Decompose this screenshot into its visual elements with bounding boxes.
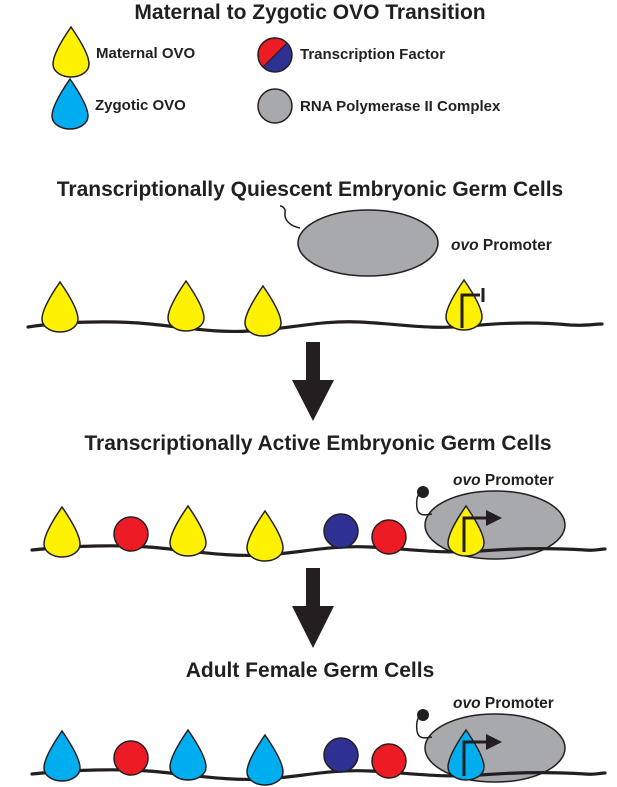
phosphate-dot bbox=[417, 709, 429, 721]
pol-tail bbox=[279, 205, 301, 229]
promoter-label: ovo Promoter bbox=[453, 472, 554, 489]
transcription-factor-blue bbox=[323, 513, 359, 549]
dna-strand bbox=[26, 320, 604, 334]
promoter-active-arrow bbox=[462, 516, 488, 552]
promoter-label: ovo Promoter bbox=[453, 695, 554, 712]
stage-adult: Adult Female Germ Cells ovo Promoter bbox=[30, 659, 607, 786]
stage-active: Transcriptionally Active Embryonic Germ … bbox=[30, 432, 607, 562]
stage-heading: Adult Female Germ Cells bbox=[186, 659, 435, 682]
legend-rna-pol-label: RNA Polymerase II Complex bbox=[300, 98, 501, 115]
zygotic-ovo bbox=[43, 730, 81, 782]
promoter-label: ovo Promoter bbox=[451, 237, 552, 254]
maternal-ovo bbox=[169, 505, 207, 557]
zygotic-ovo bbox=[169, 729, 207, 781]
maternal-ovo bbox=[41, 281, 79, 333]
stage-heading: Transcriptionally Quiescent Embryonic Ge… bbox=[57, 178, 564, 201]
zygotic-ovo bbox=[246, 734, 284, 786]
transcription-factor-red bbox=[113, 740, 149, 776]
transcription-factor-red bbox=[113, 516, 149, 552]
maternal-ovo bbox=[445, 279, 483, 331]
legend-transcription-factor-icon bbox=[257, 37, 293, 73]
stage-heading: Transcriptionally Active Embryonic Germ … bbox=[84, 432, 551, 455]
diagram-title: Maternal to Zygotic OVO Transition bbox=[134, 1, 485, 24]
phosphate-dot bbox=[417, 486, 429, 498]
maternal-ovo bbox=[246, 510, 284, 562]
promoter-arrowhead bbox=[486, 510, 502, 526]
legend-zygotic-ovo-icon bbox=[51, 78, 89, 130]
transcription-factor-blue bbox=[323, 737, 359, 773]
legend-zygotic-ovo-label: Zygotic OVO bbox=[95, 97, 186, 114]
dna-strand bbox=[30, 768, 607, 782]
rna-pol-complex bbox=[297, 209, 439, 277]
legend-transcription-factor-label: Transcription Factor bbox=[300, 46, 445, 63]
transcription-factor-red bbox=[371, 519, 407, 555]
legend-maternal-ovo-icon bbox=[52, 26, 90, 78]
promoter-repressed-symbol bbox=[460, 288, 485, 328]
legend: Maternal OVO Transcription Factor Zygoti… bbox=[51, 26, 501, 130]
legend-rna-pol-icon bbox=[257, 88, 293, 124]
stage-quiescent: Transcriptionally Quiescent Embryonic Ge… bbox=[26, 178, 604, 337]
transition-arrow bbox=[292, 342, 334, 421]
promoter-arrowhead bbox=[486, 734, 502, 750]
maternal-ovo bbox=[244, 285, 282, 337]
maternal-ovo bbox=[167, 280, 205, 332]
promoter-active-arrow bbox=[462, 740, 488, 776]
dna-strand bbox=[30, 544, 607, 558]
maternal-ovo bbox=[43, 506, 81, 558]
legend-maternal-ovo-label: Maternal OVO bbox=[96, 45, 196, 62]
transition-arrow bbox=[292, 568, 334, 648]
transcription-factor-red bbox=[371, 743, 407, 779]
